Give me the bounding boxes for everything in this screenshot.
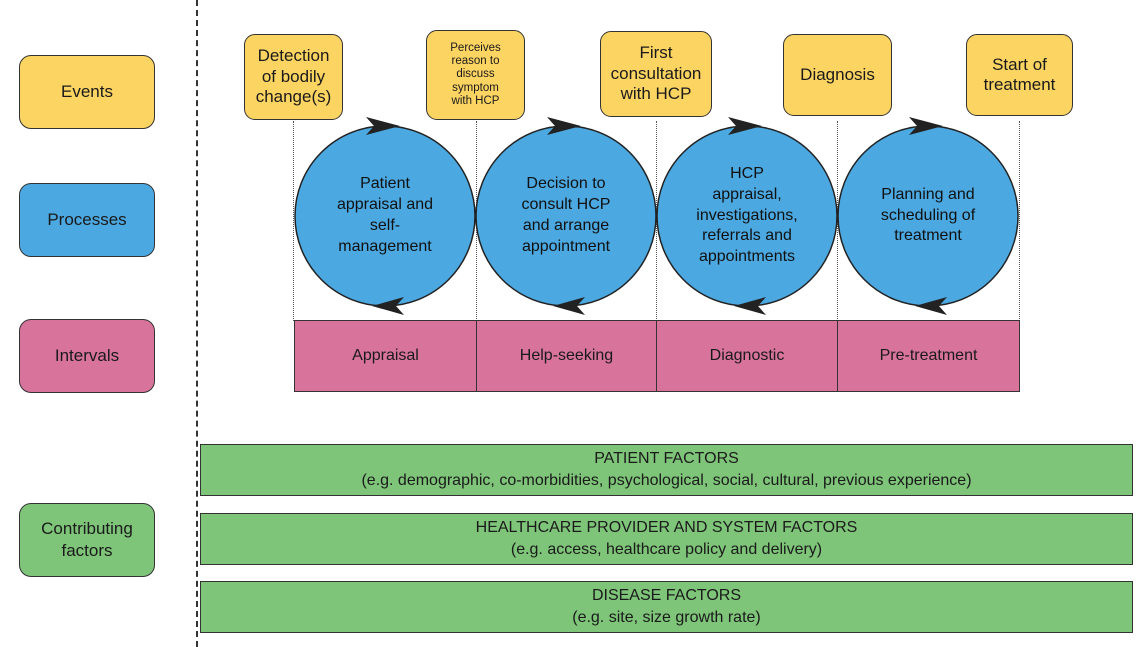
event-guide-line-1: [293, 121, 294, 321]
patient-factors-detail: (e.g. demographic, co-morbidities, psych…: [361, 472, 972, 489]
patient-factors-title: PATIENT FACTORS: [594, 450, 739, 468]
section-divider: [196, 0, 198, 647]
process-4-line-1: Planning and: [881, 185, 975, 203]
interval-appraisal: Appraisal: [294, 320, 477, 392]
process-2-line-3: and arrange: [522, 217, 610, 234]
event-2-line-5: with HCP: [451, 94, 500, 107]
process-3-line-3: investigations,: [696, 206, 798, 224]
legend-contributing-factors: Contributing factors: [19, 503, 155, 577]
legend-contributing-line-2: factors: [61, 541, 113, 560]
disease-factors-bar: DISEASE FACTORS (e.g. site, size growth …: [200, 581, 1133, 633]
interval-pre-treatment: Pre-treatment: [837, 320, 1020, 392]
event-3-line-2: consultation: [610, 63, 702, 83]
disease-factors-detail: (e.g. site, size growth rate): [572, 609, 761, 626]
process-3-line-2: appraisal,: [712, 185, 782, 203]
legend-events: Events: [19, 55, 155, 129]
process-2-line-1: Decision to: [526, 175, 606, 193]
process-2-line-2: consult HCP: [521, 196, 611, 214]
process-label-2: Decision to consult HCP and arrange appo…: [491, 150, 641, 282]
event-1-line-3: change(s): [255, 87, 332, 107]
event-3-line-1: First: [639, 43, 673, 63]
healthcare-factors-bar: HEALTHCARE PROVIDER AND SYSTEM FACTORS (…: [200, 513, 1133, 565]
process-1-line-3: self-: [369, 217, 401, 234]
legend-intervals: Intervals: [19, 319, 155, 393]
process-1-line-2: appraisal and: [336, 196, 434, 214]
process-circle-3: [656, 117, 838, 315]
event-guide-line-5: [1019, 121, 1020, 321]
legend-contributing-line-1: Contributing: [41, 518, 133, 538]
interval-pre-treatment-label: Pre-treatment: [879, 347, 978, 364]
event-5-line-2: treatment: [983, 75, 1056, 94]
process-4-line-2: scheduling of: [880, 206, 976, 224]
process-label-4: Planning and scheduling of treatment: [853, 150, 1003, 282]
process-3-line-1: HCP: [730, 165, 764, 182]
event-detection-box: Detection of bodily change(s): [244, 34, 343, 120]
process-label-1: Patient appraisal and self- management: [310, 150, 460, 282]
event-start-treatment-box: Start of treatment: [966, 34, 1073, 116]
event-2-line-4: symptom: [452, 81, 499, 94]
interval-appraisal-label: Appraisal: [352, 347, 419, 364]
healthcare-factors-title: HEALTHCARE PROVIDER AND SYSTEM FACTORS: [475, 519, 858, 537]
event-2-line-3: discuss: [456, 68, 495, 81]
process-2-line-4: appointment: [521, 237, 611, 255]
event-2-line-2: reason to: [451, 55, 500, 68]
process-circle-4: [837, 117, 1019, 315]
interval-diagnostic: Diagnostic: [656, 320, 838, 392]
interval-help-seeking-label: Help-seeking: [519, 347, 614, 364]
event-5-line-1: Start of: [992, 54, 1047, 74]
process-4-line-3: treatment: [894, 227, 962, 245]
interval-diagnostic-label: Diagnostic: [709, 347, 785, 364]
event-2-line-1: Perceives: [450, 41, 501, 54]
event-first-consultation-box: First consultation with HCP: [600, 31, 712, 117]
process-circle-2: [475, 117, 657, 315]
event-1-line-2: of bodily: [261, 66, 326, 86]
legend-processes-label: Processes: [47, 209, 127, 229]
process-circle-1: [294, 117, 476, 315]
event-4-line-1: Diagnosis: [800, 64, 875, 84]
process-1-line-1: Patient: [360, 175, 410, 193]
legend-processes: Processes: [19, 183, 155, 257]
event-1-line-1: Detection: [257, 46, 330, 66]
interval-help-seeking: Help-seeking: [476, 320, 657, 392]
process-3-line-5: appointments: [698, 248, 796, 266]
legend-events-label: Events: [61, 81, 113, 101]
process-label-3: HCP appraisal, investigations, referrals…: [667, 150, 827, 282]
event-diagnosis-box: Diagnosis: [783, 34, 892, 116]
event-perceives-box: Perceives reason to discuss symptom with…: [426, 30, 525, 120]
process-1-line-4: management: [338, 237, 432, 255]
process-3-line-4: referrals and: [702, 227, 792, 245]
healthcare-factors-detail: (e.g. access, healthcare policy and deli…: [510, 541, 823, 558]
patient-factors-bar: PATIENT FACTORS (e.g. demographic, co-mo…: [200, 444, 1133, 496]
event-3-line-3: with HCP: [620, 84, 692, 104]
legend-intervals-label: Intervals: [54, 345, 120, 365]
disease-factors-title: DISEASE FACTORS: [591, 587, 742, 605]
